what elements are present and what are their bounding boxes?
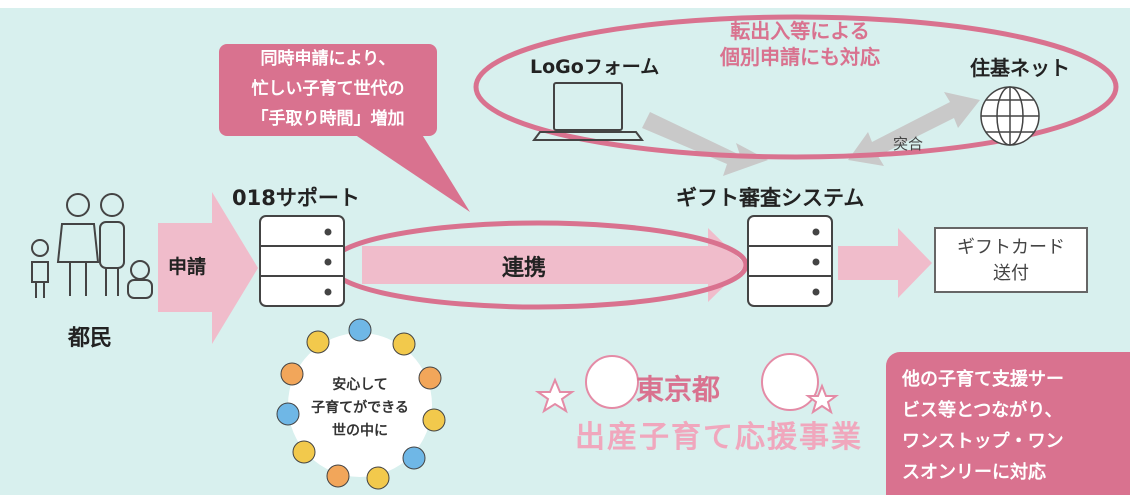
top-border bbox=[0, 0, 1130, 8]
juki-net-label: 住基ネット bbox=[970, 56, 1070, 80]
onestop-line-1: 他の子育て支援サー bbox=[902, 369, 1064, 390]
bubble-tail bbox=[345, 128, 470, 212]
database-icon-018 bbox=[259, 215, 345, 307]
onestop-line-3: ワンストップ・ワン bbox=[902, 431, 1064, 452]
arrow-to-giftcard bbox=[838, 228, 932, 298]
benefit-line-3: 「手取り時間」増加 bbox=[251, 109, 405, 129]
onestop-line-2: ビス等とつながり、 bbox=[902, 400, 1063, 421]
ring-message: 安心して 子育てができる 世の中に bbox=[300, 374, 420, 443]
benefit-bubble: 同時申請により、 忙しい子育て世代の 「手取り時間」増加 bbox=[219, 44, 437, 136]
arrow-apply bbox=[158, 192, 258, 344]
logo-tokyo-text: 東京都 bbox=[636, 373, 721, 406]
tokyo-support-logo bbox=[534, 353, 839, 415]
database-icon-gift bbox=[747, 215, 833, 307]
ellipse-individual-apply bbox=[473, 14, 1119, 160]
benefit-line-1: 同時申請により、 bbox=[260, 49, 396, 69]
ring-line-2: 子育てができる bbox=[311, 400, 409, 416]
individual-apply-label: 転出入等による 個別申請にも対応 bbox=[680, 18, 920, 70]
family-icon bbox=[31, 193, 153, 299]
onestop-line-4: スオンリーに対応 bbox=[902, 462, 1046, 483]
children-ring-illustration bbox=[276, 318, 446, 490]
logo-form-label: LoGoフォーム bbox=[530, 56, 660, 78]
individual-apply-line-1: 転出入等による bbox=[730, 19, 870, 43]
apply-label: 申請 bbox=[168, 256, 207, 278]
gift-card-box: ギフトカード 送付 bbox=[934, 227, 1088, 293]
arrow-link bbox=[362, 228, 746, 302]
onestop-note: 他の子育て支援サー ビス等とつながり、 ワンストップ・ワン スオンリーに対応 bbox=[886, 352, 1130, 495]
laptop-icon bbox=[532, 82, 644, 141]
logo-program-text: 出産子育て応援事業 bbox=[575, 420, 863, 455]
link-label: 連携 bbox=[502, 256, 547, 281]
gift-card-line-2: 送付 bbox=[993, 263, 1029, 284]
ring-line-3: 世の中に bbox=[332, 423, 388, 439]
individual-apply-line-2: 個別申請にも対応 bbox=[720, 45, 880, 69]
globe-icon bbox=[980, 86, 1040, 146]
benefit-line-2: 忙しい子育て世代の bbox=[251, 79, 405, 99]
citizens-label: 都民 bbox=[68, 326, 113, 351]
gift-card-line-1: ギフトカード bbox=[957, 237, 1065, 258]
gift-system-label: ギフト審査システム bbox=[676, 186, 865, 210]
support-018-label: 018サポート bbox=[232, 186, 360, 210]
ring-line-1: 安心して bbox=[332, 377, 388, 393]
arrow-laptop-to-system bbox=[642, 112, 768, 176]
arrow-verify-double bbox=[848, 92, 980, 166]
verify-label: 突合 bbox=[893, 135, 924, 153]
